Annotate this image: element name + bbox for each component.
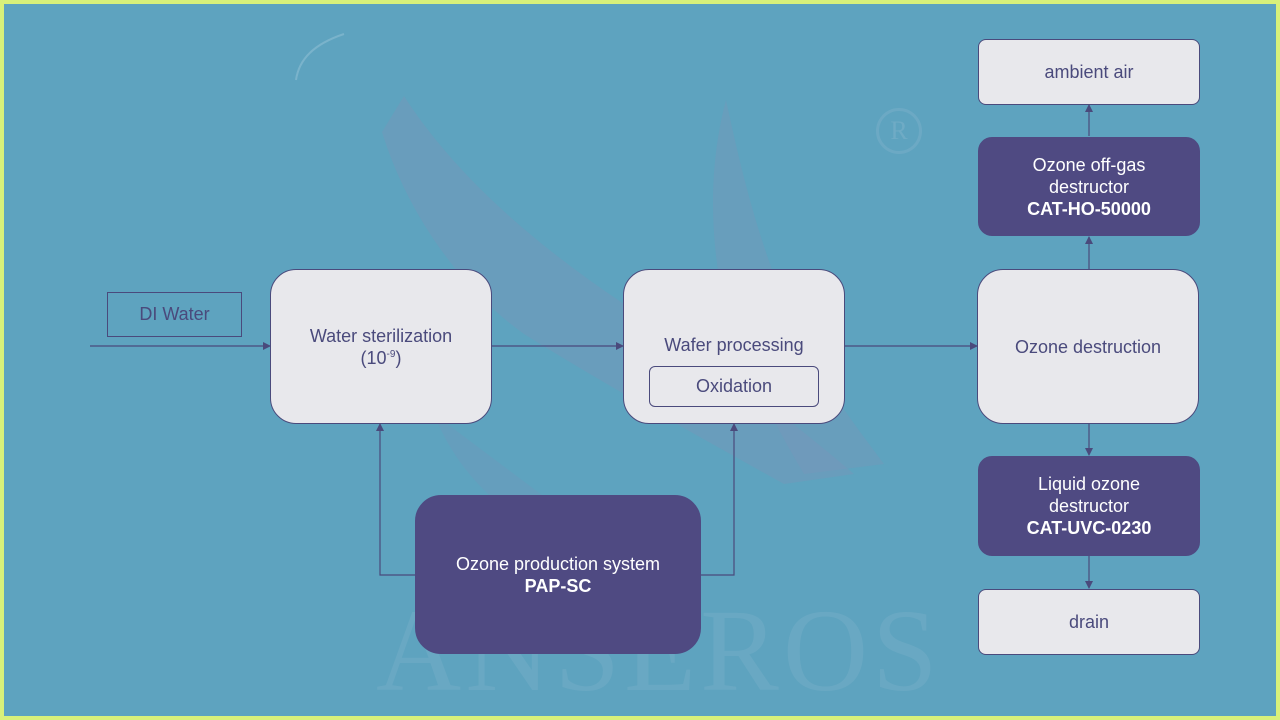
water-sterilization-title: Water sterilization [309, 325, 453, 346]
di-water-label: DI Water [107, 292, 242, 337]
offgas-destructor-line1: Ozone off-gas [1032, 154, 1146, 175]
connector-lines [90, 104, 1093, 589]
liquid-destructor-model: CAT-UVC-0230 [1026, 518, 1152, 538]
liquid-destructor-line2: destructor [1048, 496, 1130, 516]
sterilization-factor: (10-9) [360, 347, 402, 368]
ozone-production-title: Ozone production system [455, 553, 661, 574]
offgas-destructor-line2: destructor [1048, 176, 1130, 197]
ozone-production-box: Ozone production system PAP-SC [415, 495, 701, 654]
wafer-processing-title: Wafer processing [664, 335, 804, 355]
liquid-destructor-box: Liquid ozone destructor CAT-UVC-0230 [978, 456, 1200, 556]
oxidation-box: Oxidation [649, 366, 819, 407]
registered-mark-icon: R [876, 108, 922, 154]
offgas-destructor-box: Ozone off-gas destructor CAT-HO-50000 [978, 137, 1200, 236]
ambient-air-label: ambient air [1044, 62, 1134, 82]
offgas-destructor-model: CAT-HO-50000 [1027, 198, 1151, 219]
liquid-destructor-line1: Liquid ozone [1037, 474, 1141, 494]
ozone-production-model: PAP-SC [524, 575, 592, 596]
drain-box: drain [978, 589, 1200, 655]
arrow-production-to-wafer [701, 423, 738, 576]
arrow-production-to-sterilization [376, 423, 415, 576]
ozone-destruction-box: Ozone destruction [977, 269, 1199, 424]
wafer-processing-box: Wafer processing Oxidation [623, 269, 845, 424]
water-sterilization-box: Water sterilization (10-9) [270, 269, 492, 424]
ozone-destruction-label: Ozone destruction [1014, 336, 1162, 357]
drain-label: drain [1068, 612, 1110, 632]
ambient-air-box: ambient air [978, 39, 1200, 105]
